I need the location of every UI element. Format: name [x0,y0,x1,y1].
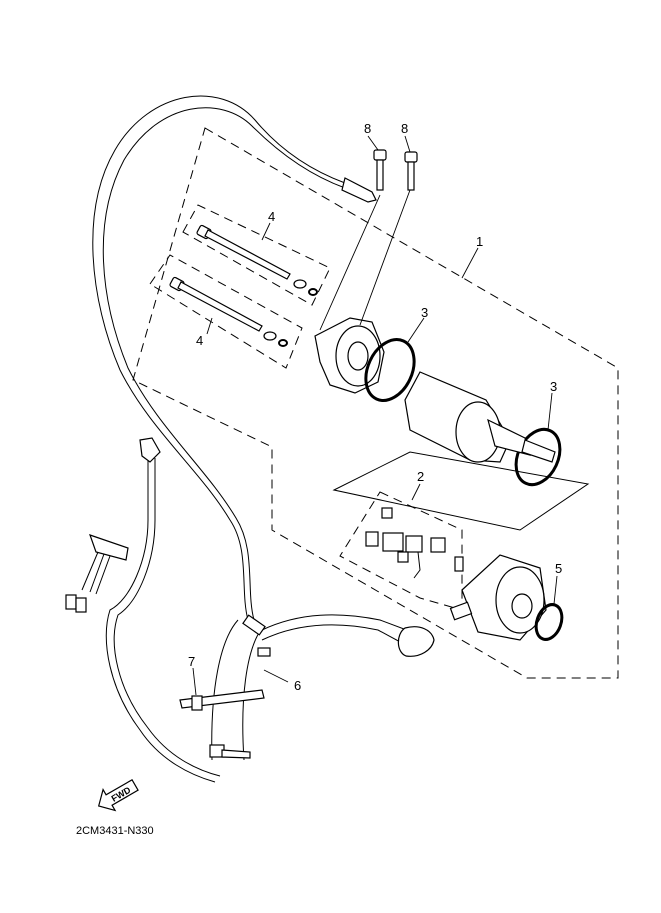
frame-tube [211,619,263,761]
through-bolt-lower [169,276,288,347]
lead-wire-inner [113,458,221,777]
leader-3-rear [547,392,553,431]
callout-4-upper: 4 [268,209,275,224]
leader-4-lower [206,317,213,335]
brush-set-outline [339,491,463,611]
leader-8-left [367,135,379,151]
callout-1: 1 [476,234,483,249]
starter-assembly-outline [132,127,619,679]
leader-3-front [407,317,425,343]
bolt-set-upper-outline [182,204,331,306]
callout-5: 5 [555,561,562,576]
leader-8-lines [319,189,411,331]
leader-7 [192,667,197,696]
brush-holder-panel [332,451,590,531]
cable-clamp-lower [209,744,251,759]
callout-7: 7 [188,654,195,669]
battery-cable [92,95,346,621]
leader-6 [263,669,289,683]
leader-5 [553,575,558,605]
callout-8-right: 8 [401,121,408,136]
callout-3-front: 3 [421,305,428,320]
starter-yoke [404,371,556,463]
cable-terminal [341,177,377,203]
callout-8-left: 8 [364,121,371,136]
leader-8-right [404,135,411,153]
bolt-set-lower-outline [149,254,303,369]
battery-cable-inner [102,107,346,621]
cable-boot [397,626,435,657]
callout-3-rear: 3 [550,379,557,394]
callout-6: 6 [294,678,301,693]
callout-2: 2 [417,469,424,484]
cable-band [179,689,265,711]
leader-2 [411,483,421,501]
connector-bracket [89,534,129,561]
o-ring-front [364,338,416,402]
brush-set [365,507,446,579]
lead-terminal [139,437,161,463]
callout-4-lower: 4 [196,333,203,348]
fwd-arrow-icon: FWD [97,778,139,812]
leader-4-upper [261,222,271,241]
leader-1 [461,247,479,279]
drawing-code: 2CM3431-N330 [76,825,154,837]
o-ring-end [534,603,564,641]
cable-clamp-upper [242,614,271,657]
bolt-8-right [404,151,418,191]
coupler-right [75,597,87,613]
coupler-wires [81,551,111,595]
lead-wire [105,458,216,783]
through-bolt-upper [196,224,318,296]
bolt-8-left [373,149,387,191]
starter-cable-inner [261,624,405,645]
starter-rear-cover [449,554,547,641]
starter-cable [261,614,413,633]
coupler-left [65,594,77,610]
